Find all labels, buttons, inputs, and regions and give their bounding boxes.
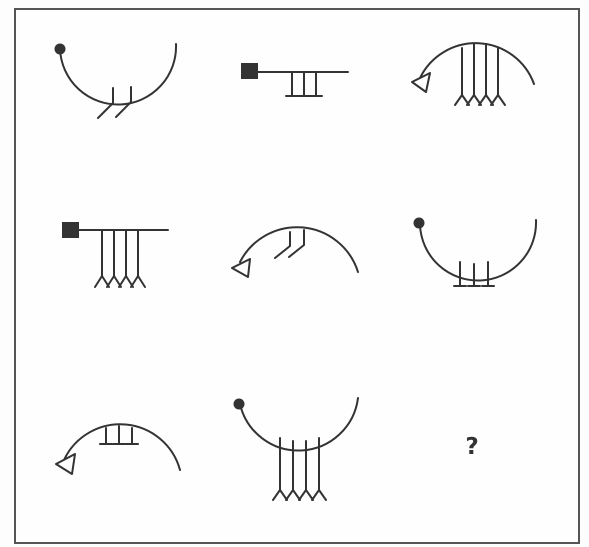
square-marker <box>241 63 258 79</box>
arc-up-shape <box>420 220 536 281</box>
forked-legs <box>95 230 145 287</box>
figure-r3-c2 <box>234 398 359 500</box>
arc-up-shape <box>240 398 358 451</box>
dot-marker <box>414 218 425 229</box>
figure-r1-c3 <box>412 43 534 105</box>
arc-down-shape <box>64 424 180 470</box>
t-legs <box>100 426 138 444</box>
zigzag-legs <box>275 230 304 258</box>
missing-figure-question-mark: ? <box>452 427 492 467</box>
figure-r1-c2 <box>241 63 348 96</box>
arc-up-shape <box>60 44 176 105</box>
t-legs <box>286 72 322 96</box>
figure-r2-c1 <box>62 222 168 287</box>
figure-r2-c2 <box>232 227 358 277</box>
figure-r2-c3 <box>414 218 537 287</box>
arc-down-shape <box>420 43 534 84</box>
square-marker <box>62 222 79 238</box>
dot-marker <box>55 44 66 55</box>
t-legs <box>454 262 494 286</box>
figure-r3-c1 <box>56 424 180 474</box>
forked-legs <box>273 438 326 500</box>
figure-r1-c1 <box>55 44 177 119</box>
dot-marker <box>234 399 245 410</box>
forked-legs <box>455 44 505 105</box>
